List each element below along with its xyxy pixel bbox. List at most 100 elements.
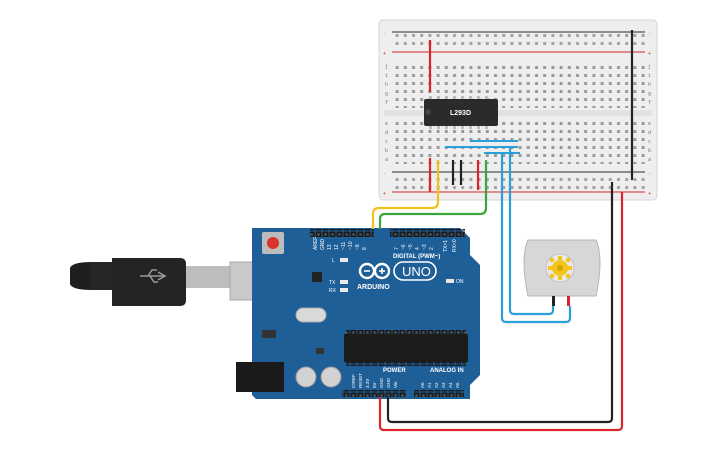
center-channel <box>384 110 652 116</box>
led-on <box>446 279 454 283</box>
row-letter-h-left: h <box>385 82 388 88</box>
row-letter-a-right: a <box>648 157 651 163</box>
led-on-label: ON <box>456 279 464 285</box>
power-label: POWER <box>383 368 406 374</box>
dc-motor-icon[interactable] <box>523 239 601 306</box>
wire-red-5v[interactable] <box>378 192 624 432</box>
pin-label-tx1: TX>1 <box>443 240 449 252</box>
led-rx <box>340 288 348 292</box>
chip-body <box>424 99 498 126</box>
pin-label-reset: RESET <box>358 373 363 388</box>
pin-label-3v3: 3.3V <box>365 379 370 388</box>
chip-label: L293D <box>450 110 471 117</box>
wire-blue-1[interactable] <box>500 153 572 324</box>
chip-notch <box>425 109 431 115</box>
small-chip-1 <box>312 272 322 282</box>
capacitor-1 <box>295 366 317 388</box>
led-l <box>340 258 348 262</box>
rail-plus-bl: + <box>383 191 386 197</box>
row-letter-j-left: j <box>385 64 388 70</box>
pin-label-gnd-2: GND <box>386 377 391 388</box>
row-letter-e-right: e <box>648 121 651 127</box>
pin-label-a2: A2 <box>434 382 439 388</box>
top-pin-labels: AREF GND 13 12 ~11 ~10 ~9 8 7 ~6 ~5 4 ~3… <box>313 237 458 252</box>
pin-label-6: ~6 <box>401 244 407 250</box>
row-letter-g-left: g <box>385 91 388 97</box>
row-letter-f-left: f <box>385 100 388 106</box>
header-top-right[interactable] <box>390 229 465 237</box>
voltage-regulator <box>262 330 276 338</box>
chip-pins <box>429 96 488 129</box>
header-analog[interactable] <box>414 390 464 397</box>
wire-blue-2[interactable] <box>508 147 555 316</box>
led-tx-label: TX <box>329 280 336 286</box>
l293d-chip[interactable]: L293D <box>424 96 498 129</box>
rail-minus-bl: - <box>383 171 386 177</box>
usb-symbol-icon <box>140 269 167 283</box>
led-rx-label: RX <box>329 288 337 294</box>
wire-green[interactable] <box>378 160 488 229</box>
breadboard[interactable]: - + - + - + - + j i h g f e d c b a j i … <box>378 19 658 201</box>
row-letter-e-left: e <box>385 121 388 127</box>
bottom-rail-holes <box>392 174 645 191</box>
row-letter-b-right: b <box>648 148 651 154</box>
pin-label-4: 4 <box>415 247 421 250</box>
capacitor-2 <box>320 366 342 388</box>
uno-badge <box>393 261 437 281</box>
pin-label-11: ~11 <box>341 242 347 250</box>
top-rail-holes <box>392 33 645 50</box>
pin-label-vin: Vin <box>393 381 398 388</box>
pin-label-a4: A4 <box>448 382 453 388</box>
rail-minus-tr: - <box>648 31 651 37</box>
pin-label-a0: A0 <box>420 382 425 388</box>
row-letter-d-right: d <box>648 130 651 136</box>
reset-button-icon[interactable] <box>262 232 284 254</box>
cable-strain-relief <box>90 262 114 290</box>
arduino-infinity-logo-icon <box>358 262 391 280</box>
usb-plug-metal <box>186 266 230 288</box>
cable-end <box>70 262 92 290</box>
rail-minus-br: - <box>648 171 651 177</box>
power-jack[interactable] <box>236 362 284 392</box>
rail-plus-br: + <box>648 191 651 197</box>
row-letter-a-left: a <box>385 157 388 163</box>
pin-label-gnd: GND <box>320 239 326 251</box>
header-top-left[interactable] <box>310 229 374 237</box>
rail-plus-tr: + <box>648 51 651 57</box>
row-letter-j-right: j <box>648 64 651 70</box>
row-letter-c-left: c <box>385 139 388 145</box>
rail-plus-tl: + <box>383 51 386 57</box>
row-letter-c-right: c <box>648 139 651 145</box>
pin-label-10: ~10 <box>348 241 354 250</box>
pin-label-5v: 5V <box>372 382 377 388</box>
row-letter-d-left: d <box>385 130 388 136</box>
motor-terminal-red <box>567 296 570 306</box>
atmega-chip <box>344 334 468 362</box>
row-letter-f-right: f <box>648 100 651 106</box>
wire-yellow[interactable] <box>371 160 440 229</box>
pin-label-5: ~5 <box>408 244 414 250</box>
gear-icon <box>548 256 572 280</box>
small-component <box>316 348 324 354</box>
arduino-uno-board[interactable]: AREF GND 13 12 ~11 ~10 ~9 8 7 ~6 ~5 4 ~3… <box>236 228 480 399</box>
row-letter-h-right: h <box>648 82 651 88</box>
header-power[interactable] <box>342 390 406 397</box>
motor-terminal-black <box>552 296 555 306</box>
pin-label-a5: A5 <box>455 382 460 388</box>
crystal-oscillator <box>295 307 327 323</box>
pin-label-ioref: IOREF <box>351 374 356 388</box>
wire-black-gnd[interactable] <box>386 182 614 424</box>
led-l-label: L <box>332 258 335 264</box>
atmega-pins-top <box>346 330 466 334</box>
pin-label-rx0: RX<0 <box>452 239 458 252</box>
pin-label-aref: AREF <box>313 237 319 250</box>
row-letter-i-right: i <box>648 73 651 79</box>
pin-label-a3: A3 <box>441 382 446 388</box>
rail-minus-tl: - <box>383 31 386 37</box>
pin-label-13: 13 <box>327 244 333 250</box>
pin-label-9: ~9 <box>355 244 361 250</box>
uno-label: UNO <box>402 264 431 279</box>
pin-label-12: 12 <box>334 244 340 250</box>
pin-label-3: ~3 <box>422 244 428 250</box>
